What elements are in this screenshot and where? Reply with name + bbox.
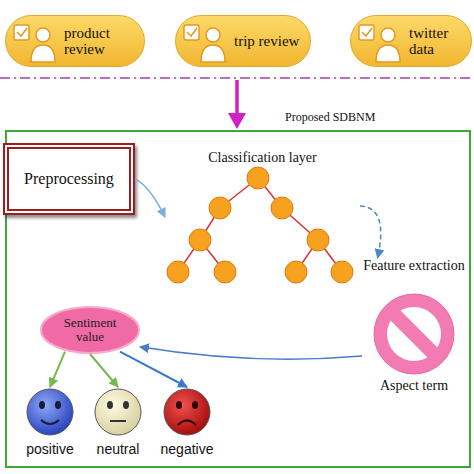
face-circle [27,389,73,435]
checkbox-icon [14,25,29,40]
process-box: Preprocessing [3,143,135,215]
source-pill: trip review [175,15,311,67]
input-arrow-shaft [235,80,239,116]
face-eye [123,401,129,409]
sentiment-face: neutral [85,387,151,459]
source-pill: twitter data [350,15,472,67]
face-shape [162,387,212,437]
tree-node [189,229,211,251]
face-mouth [178,421,196,426]
tree-link [178,240,200,272]
node-label: Proposed SDBNM [285,110,375,125]
separator-line [0,77,474,79]
node-label: Aspect term [356,378,472,394]
tree-nodes [167,167,353,283]
tree-node [285,261,307,283]
flow-arrow [90,354,118,387]
tree-link [200,240,225,272]
node-label: Feature extraction [362,258,466,274]
face-eye [107,401,113,409]
node-label: twitter data [409,25,467,58]
person-body [376,45,400,62]
review-icon [14,25,55,62]
tree-node [167,261,189,283]
node-label: Sentiment value [54,316,126,343]
ellipse-outline [41,307,139,353]
face-mouth [110,420,126,422]
face-eye [176,401,182,409]
review-icon [184,25,225,62]
face-shape [25,387,75,437]
flow-arrow [50,352,65,387]
sentiment-face: negative [154,387,220,459]
flow-arrow [360,206,381,258]
tree-node [247,167,269,189]
face-features [39,401,198,425]
face-eye [39,401,45,409]
person-body [201,45,225,62]
label-wrap: Sentiment value [54,306,126,354]
tree-node [214,261,236,283]
tree-link [282,208,318,240]
node-label: trip review [234,33,299,50]
node-label: neutral [75,441,161,457]
face-circle [164,389,210,435]
input-arrow-head [228,113,246,129]
face-circle [95,389,141,435]
face-eye [55,401,61,409]
sign-bar [388,308,440,360]
model-container: Proposed SDBNMPreprocessingClassificatio… [5,130,471,468]
sign-inner [387,307,441,361]
check-mark [187,28,197,36]
person-head [381,28,395,42]
label-wrap: trip review [234,16,306,66]
node-label: Preprocessing [24,170,114,188]
sign-circle [374,294,454,374]
tree-link [318,240,342,272]
classification-tree: Classification layer [165,150,360,290]
review-icon [359,25,400,62]
source-pill: product review [5,15,145,67]
person-body [31,45,55,62]
tree-link [200,208,220,240]
face-eye [192,401,198,409]
person-head [206,28,220,42]
feature-extraction-node: Feature extractionAspect term [362,258,466,398]
tree-node [331,261,353,283]
tree-node [307,229,329,251]
flow-arrow [120,352,187,387]
checkbox-icon [184,25,199,40]
check-mark [362,28,372,36]
face-shape [93,387,143,437]
face-mouth [41,420,59,424]
node-label: product review [64,25,140,58]
sentiment-ellipse: Sentiment value [40,306,140,354]
person-head [36,28,50,42]
tree-link [258,178,282,208]
sign-shape [362,292,466,376]
tree-link [220,178,258,208]
label-wrap: twitter data [409,16,467,66]
tree-links [178,178,342,272]
sentiment-face: positive [17,387,83,459]
tree-node [209,197,231,219]
flow-arrow [135,179,165,217]
node-label: positive [7,441,93,457]
node-label: Classification layer [165,150,360,166]
tree-node [271,197,293,219]
flow-arrow [140,347,362,359]
node-label: negative [144,441,230,457]
tree-link [296,240,318,272]
label-wrap: product review [64,16,140,66]
check-mark [17,28,27,36]
checkbox-icon [359,25,374,40]
